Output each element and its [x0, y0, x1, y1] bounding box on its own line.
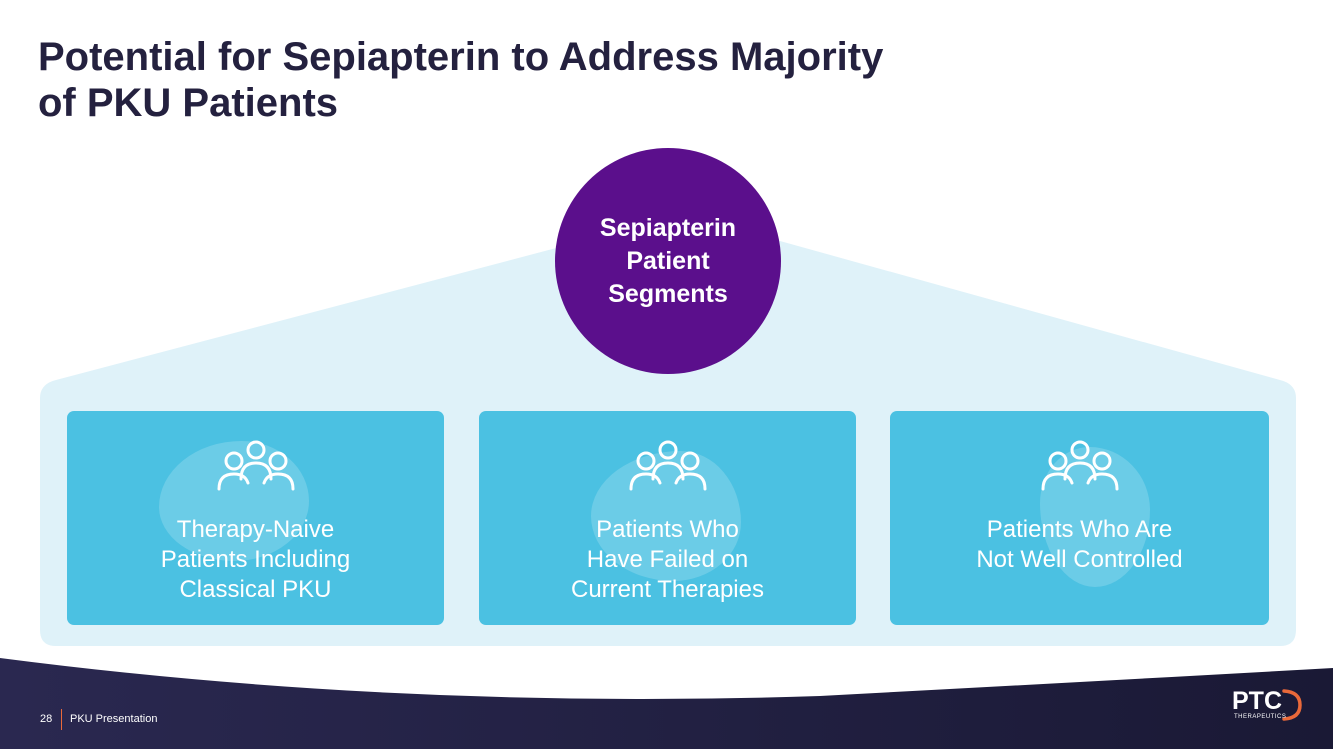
people-group-icon: [217, 440, 294, 491]
segments-hub-circle: Sepiapterin Patient Segments: [555, 148, 781, 374]
footer-band: [0, 658, 1333, 749]
slide-title-line-1: Potential for Sepiapterin to Address Maj…: [38, 35, 884, 79]
hub-label-line-3: Segments: [608, 279, 728, 308]
segment-card-failed-therapies: Patients Who Have Failed on Current Ther…: [479, 411, 856, 625]
footer-divider: [61, 709, 62, 730]
presentation-name: PKU Presentation: [70, 713, 158, 725]
card-label-line: Patients Who: [596, 516, 739, 543]
hub-label-line-2: Patient: [626, 246, 710, 275]
segment-card-therapy-naive: Therapy-Naive Patients Including Classic…: [67, 411, 444, 625]
page-number: 28: [40, 713, 53, 725]
card-label-line: Have Failed on: [586, 546, 749, 573]
segment-card-label: Patients Who Are Not Well Controlled: [890, 515, 1269, 575]
people-group-icon: [629, 440, 706, 491]
card-blob: [591, 451, 741, 581]
card-label-line: Current Therapies: [571, 576, 764, 603]
card-label-line: Classical PKU: [179, 576, 332, 603]
segment-card-not-well-controlled: Patients Who Are Not Well Controlled: [890, 411, 1269, 625]
card-label-line: Therapy-Naive: [176, 516, 335, 543]
card-label-line: Patients Who Are: [986, 516, 1173, 543]
hub-label: Sepiapterin Patient Segments: [583, 212, 753, 311]
ptc-logo: PTC THERAPEUTICS: [1232, 688, 1306, 726]
logo-wordmark: PTC: [1232, 687, 1282, 715]
card-label-line: Not Well Controlled: [976, 546, 1183, 573]
card-label-line: Patients Including: [160, 546, 351, 573]
slide-title: Potential for Sepiapterin to Address Maj…: [38, 34, 1018, 126]
people-group-icon: [1041, 440, 1118, 491]
slide-title-line-2: of PKU Patients: [38, 81, 339, 125]
logo-subtext: THERAPEUTICS: [1234, 714, 1287, 720]
hub-label-line-1: Sepiapterin: [599, 213, 737, 242]
logo-arc-icon: [1282, 689, 1302, 721]
segment-card-label: Therapy-Naive Patients Including Classic…: [67, 515, 444, 605]
segment-card-label: Patients Who Have Failed on Current Ther…: [479, 515, 856, 605]
